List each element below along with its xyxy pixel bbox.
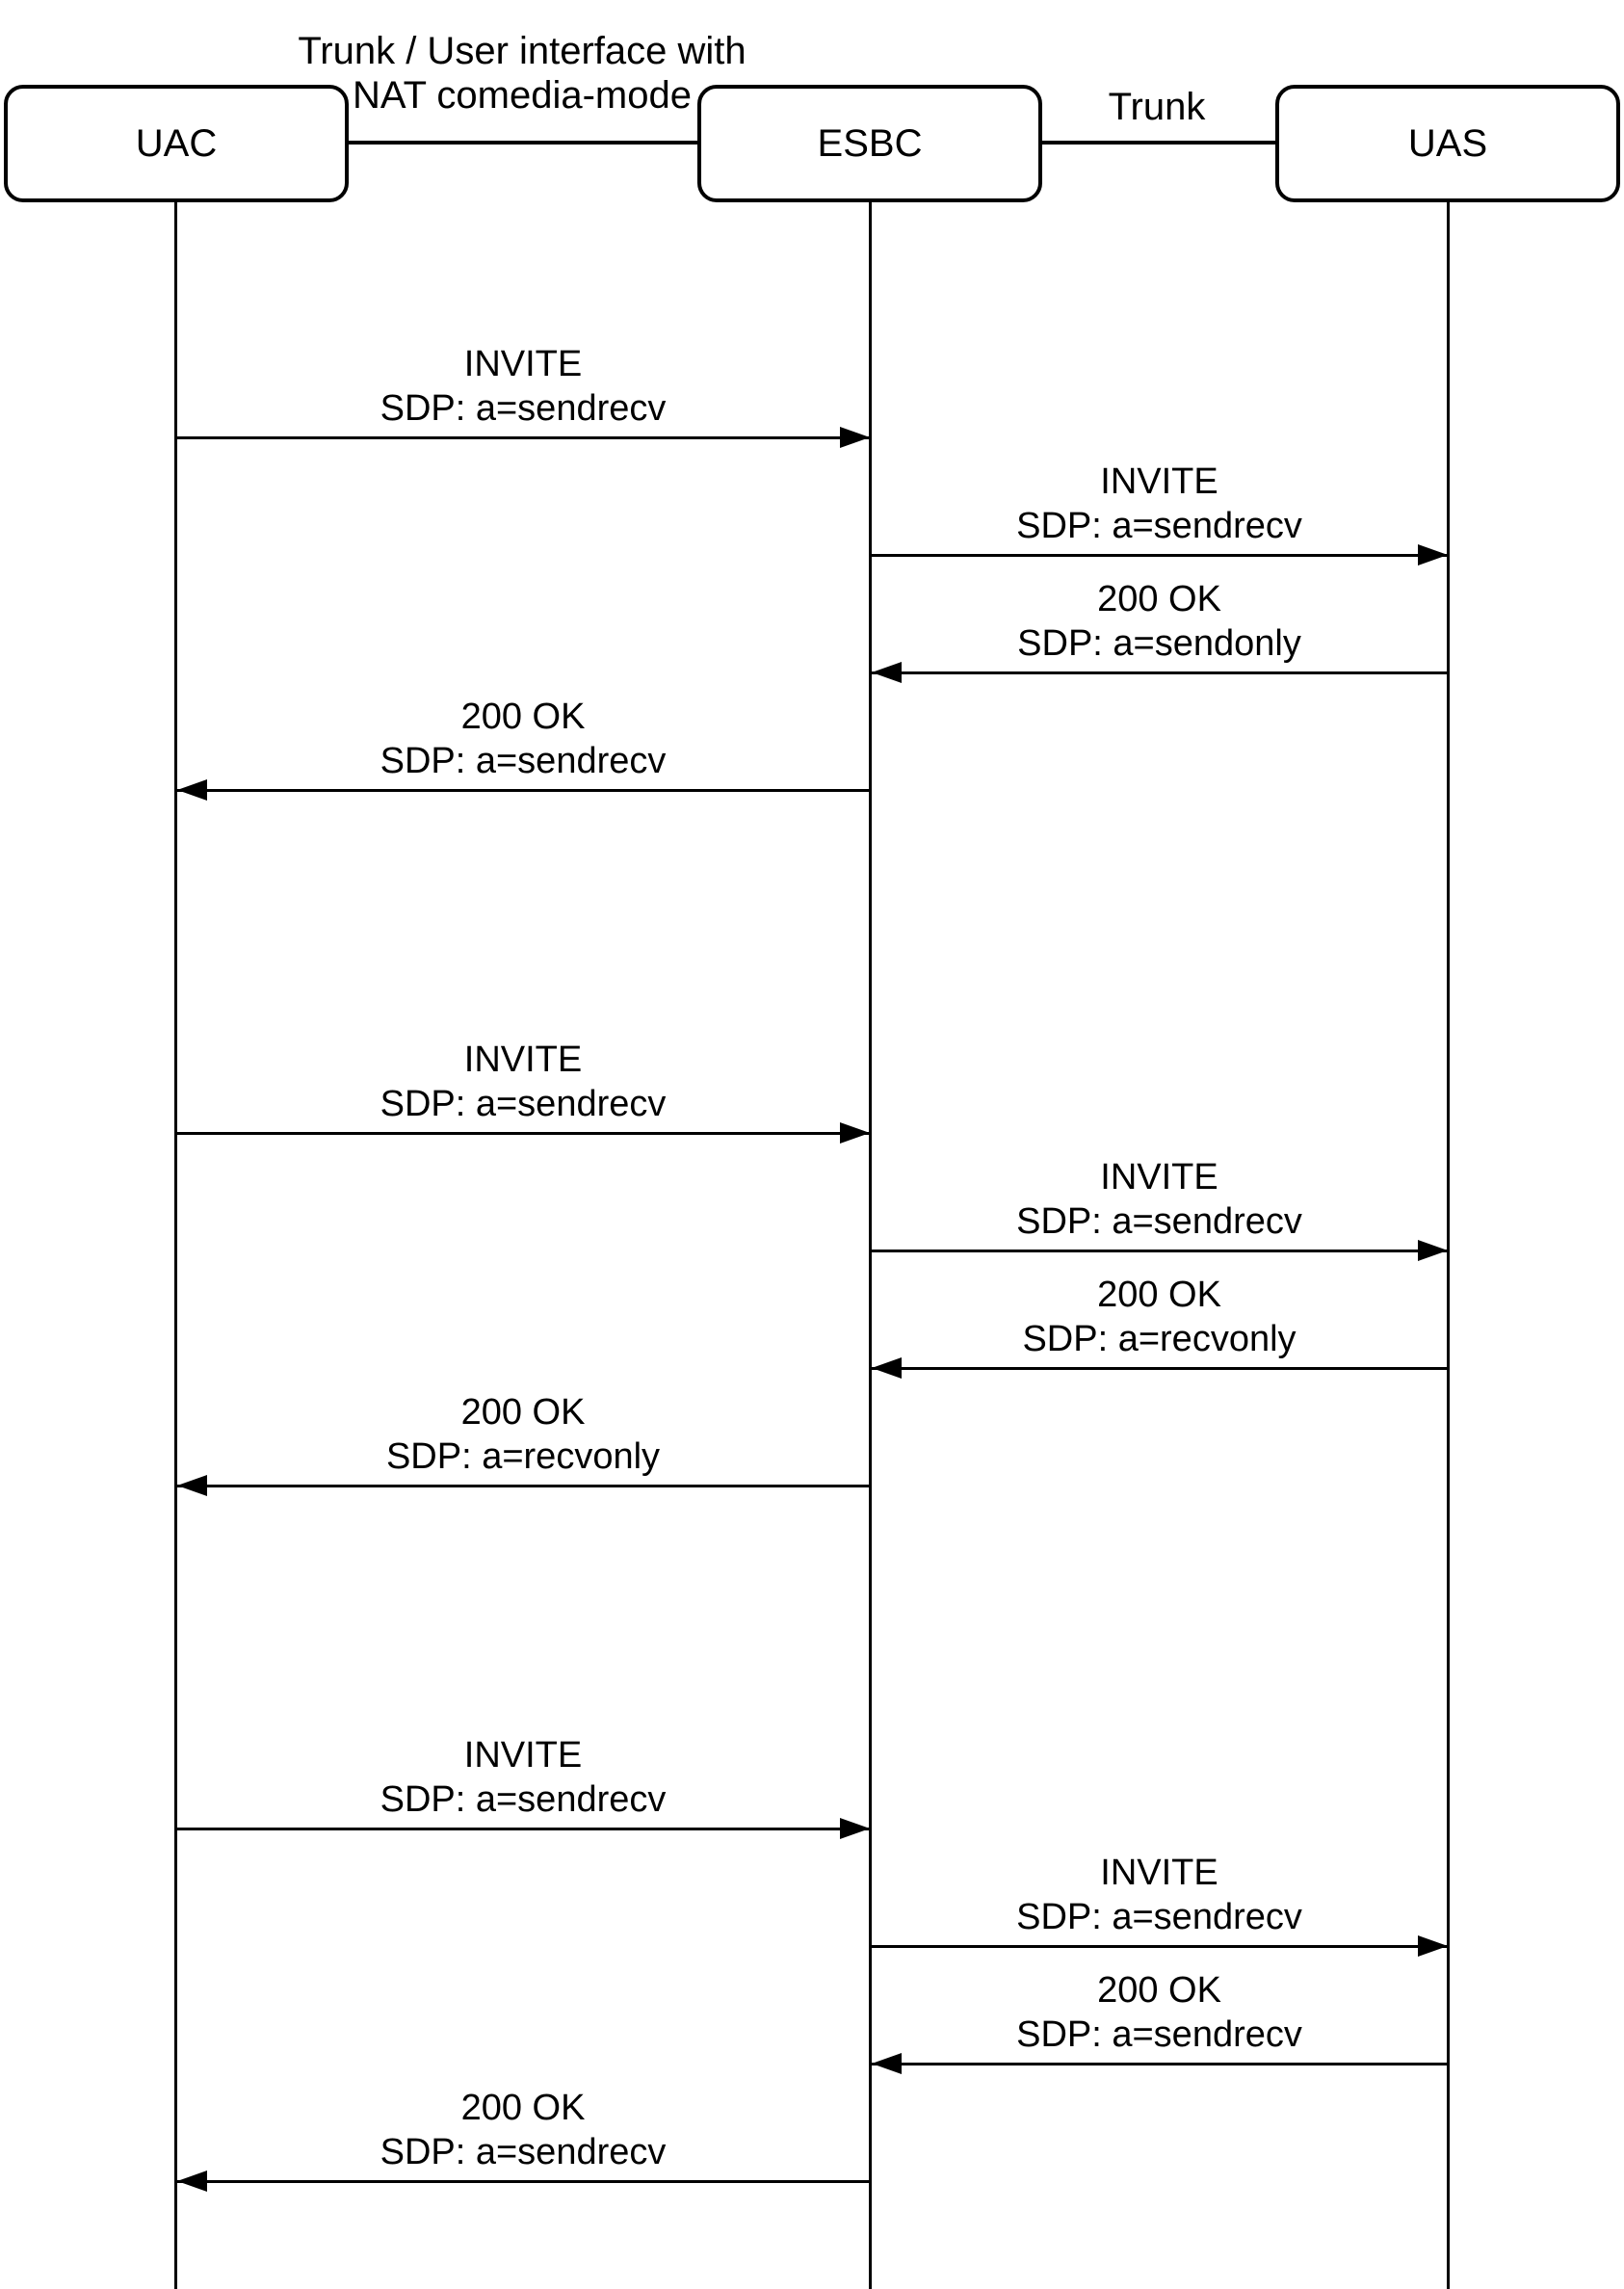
message-label-line: 200 OK bbox=[1097, 579, 1221, 619]
arrowhead-right-icon bbox=[839, 427, 870, 448]
message-arrow-line bbox=[870, 2063, 1449, 2065]
message-label-line: SDP: a=sendrecv bbox=[1016, 2014, 1302, 2055]
message-label-line: INVITE bbox=[1100, 461, 1218, 502]
arrowhead-left-icon bbox=[871, 662, 902, 683]
message-label-line: INVITE bbox=[463, 344, 583, 384]
participant-box-uas: UAS bbox=[1275, 85, 1620, 202]
message-label-line: SDP: a=sendrecv bbox=[1016, 1201, 1302, 1242]
link-label-line: Trunk bbox=[1108, 86, 1206, 128]
arrowhead-right-icon bbox=[1417, 1240, 1448, 1261]
lifeline-uac bbox=[174, 202, 177, 2289]
message-arrow-line bbox=[175, 1828, 871, 1830]
link-line-esbc-uas bbox=[1042, 141, 1275, 145]
message-label-line: 200 OK bbox=[460, 697, 586, 737]
arrowhead-right-icon bbox=[839, 1818, 870, 1839]
arrowhead-left-icon bbox=[871, 2053, 902, 2074]
message-arrow-line bbox=[870, 554, 1449, 557]
message-arrow-line bbox=[175, 789, 871, 792]
message-arrow-line bbox=[870, 1250, 1449, 1252]
participant-box-uac: UAC bbox=[4, 85, 349, 202]
message-label-line: SDP: a=sendrecv bbox=[380, 741, 667, 781]
message-label-line: INVITE bbox=[463, 1735, 583, 1776]
message-label-line: SDP: a=sendrecv bbox=[380, 2132, 667, 2172]
participant-box-esbc: ESBC bbox=[697, 85, 1042, 202]
message-label-line: 200 OK bbox=[1097, 1970, 1221, 2011]
message-label-line: SDP: a=sendonly bbox=[1017, 623, 1301, 664]
link-label-esbc-uas: Trunk bbox=[964, 85, 1349, 129]
message-arrow-line bbox=[175, 1132, 871, 1135]
message-arrow-line bbox=[870, 671, 1449, 674]
participant-label-esbc: ESBC bbox=[817, 121, 923, 165]
message-arrow-line bbox=[870, 1945, 1449, 1948]
lifeline-uas bbox=[1447, 202, 1450, 2289]
arrowhead-left-icon bbox=[176, 2171, 207, 2192]
link-line-uac-esbc bbox=[349, 141, 697, 145]
message-arrow-line bbox=[175, 2180, 871, 2183]
message-label-line: SDP: a=sendrecv bbox=[380, 1779, 667, 1820]
message-label-line: SDP: a=recvonly bbox=[1022, 1319, 1297, 1359]
link-label-line: NAT comedia-mode bbox=[353, 74, 692, 117]
participant-label-uas: UAS bbox=[1407, 121, 1488, 165]
message-arrow-line bbox=[175, 1485, 871, 1487]
link-label-uac-esbc: Trunk / User interface with NAT comedia-… bbox=[233, 29, 811, 118]
message-label-line: SDP: a=sendrecv bbox=[1016, 506, 1302, 546]
message-label-line: 200 OK bbox=[460, 2088, 586, 2128]
arrowhead-right-icon bbox=[839, 1122, 870, 1144]
message-label-line: INVITE bbox=[1100, 1853, 1218, 1893]
link-label-line: Trunk / User interface with bbox=[298, 30, 747, 72]
arrowhead-left-icon bbox=[871, 1357, 902, 1379]
message-label-line: 200 OK bbox=[460, 1392, 586, 1433]
message-label-line: SDP: a=sendrecv bbox=[380, 388, 667, 429]
message-label-line: INVITE bbox=[1100, 1157, 1218, 1197]
message-label-line: SDP: a=sendrecv bbox=[1016, 1897, 1302, 1937]
arrowhead-left-icon bbox=[176, 1475, 207, 1496]
arrowhead-right-icon bbox=[1417, 1935, 1448, 1957]
lifeline-esbc bbox=[869, 202, 872, 2289]
message-label-line: SDP: a=recvonly bbox=[385, 1436, 661, 1477]
participant-label-uac: UAC bbox=[135, 121, 218, 165]
message-arrow-line bbox=[870, 1367, 1449, 1370]
message-label-line: 200 OK bbox=[1097, 1275, 1221, 1315]
arrowhead-left-icon bbox=[176, 779, 207, 801]
message-label-line: SDP: a=sendrecv bbox=[380, 1084, 667, 1124]
message-label-line: INVITE bbox=[463, 1039, 583, 1080]
arrowhead-right-icon bbox=[1417, 544, 1448, 566]
message-arrow-line bbox=[175, 436, 871, 439]
